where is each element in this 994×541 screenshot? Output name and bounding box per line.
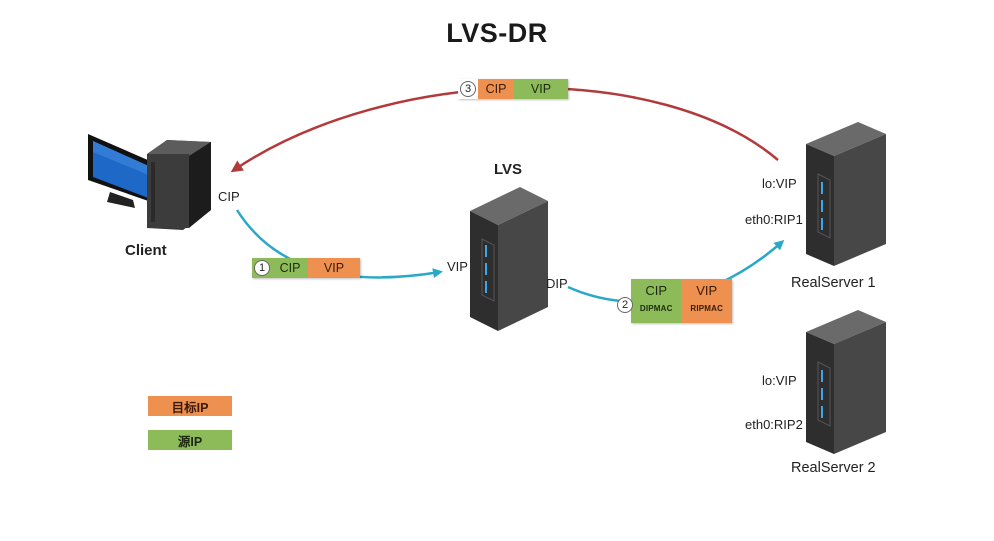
client-cip-label: CIP <box>218 189 240 204</box>
packet-step3: 3 CIP VIP <box>458 79 568 99</box>
client-label: Client <box>125 242 167 259</box>
packet2-dst-mac: RIPMAC <box>690 304 724 313</box>
lvs-label: LVS <box>494 161 523 178</box>
packet1-src: CIP <box>272 258 308 278</box>
packet2-src-col: CIP DIPMAC <box>631 279 682 323</box>
realserver1-label: RealServer 1 <box>791 275 876 291</box>
realserver1-icon <box>806 122 886 266</box>
diagram-title: LVS-DR <box>446 18 548 48</box>
client-computer-icon <box>88 134 211 230</box>
rs1-eth-label: eth0:RIP1 <box>745 212 803 227</box>
packet-step2: CIP DIPMAC VIP RIPMAC <box>631 279 732 323</box>
step2-number: 2 <box>617 297 633 313</box>
lvs-dip-label: DIP <box>546 276 568 291</box>
packet3-src: CIP <box>478 79 514 99</box>
step1-number: 1 <box>254 260 270 276</box>
packet2-dst: VIP <box>696 283 718 298</box>
packet2-src-mac: DIPMAC <box>639 304 673 313</box>
realserver2-icon <box>806 310 886 454</box>
packet2-dst-col: VIP RIPMAC <box>681 279 732 323</box>
packet1-dst: VIP <box>308 258 360 278</box>
packet3-dst: VIP <box>514 79 568 99</box>
legend-src-ip: 源IP <box>148 430 232 450</box>
realserver2-label: RealServer 2 <box>791 460 876 476</box>
packet-step1: 1 CIP VIP <box>252 258 360 278</box>
rs2-eth-label: eth0:RIP2 <box>745 417 803 432</box>
lvs-server-icon <box>470 187 548 331</box>
response-arrow-realserver-to-client <box>230 86 779 173</box>
step1-marker: 1 <box>252 258 272 278</box>
rs1-lo-label: lo:VIP <box>762 176 797 191</box>
legend-dest-ip: 目标IP <box>148 396 232 416</box>
step3-number: 3 <box>460 81 476 97</box>
step3-marker: 3 <box>458 79 478 99</box>
lvs-vip-label: VIP <box>447 259 468 274</box>
rs2-lo-label: lo:VIP <box>762 373 797 388</box>
packet2-src: CIP <box>645 283 668 298</box>
